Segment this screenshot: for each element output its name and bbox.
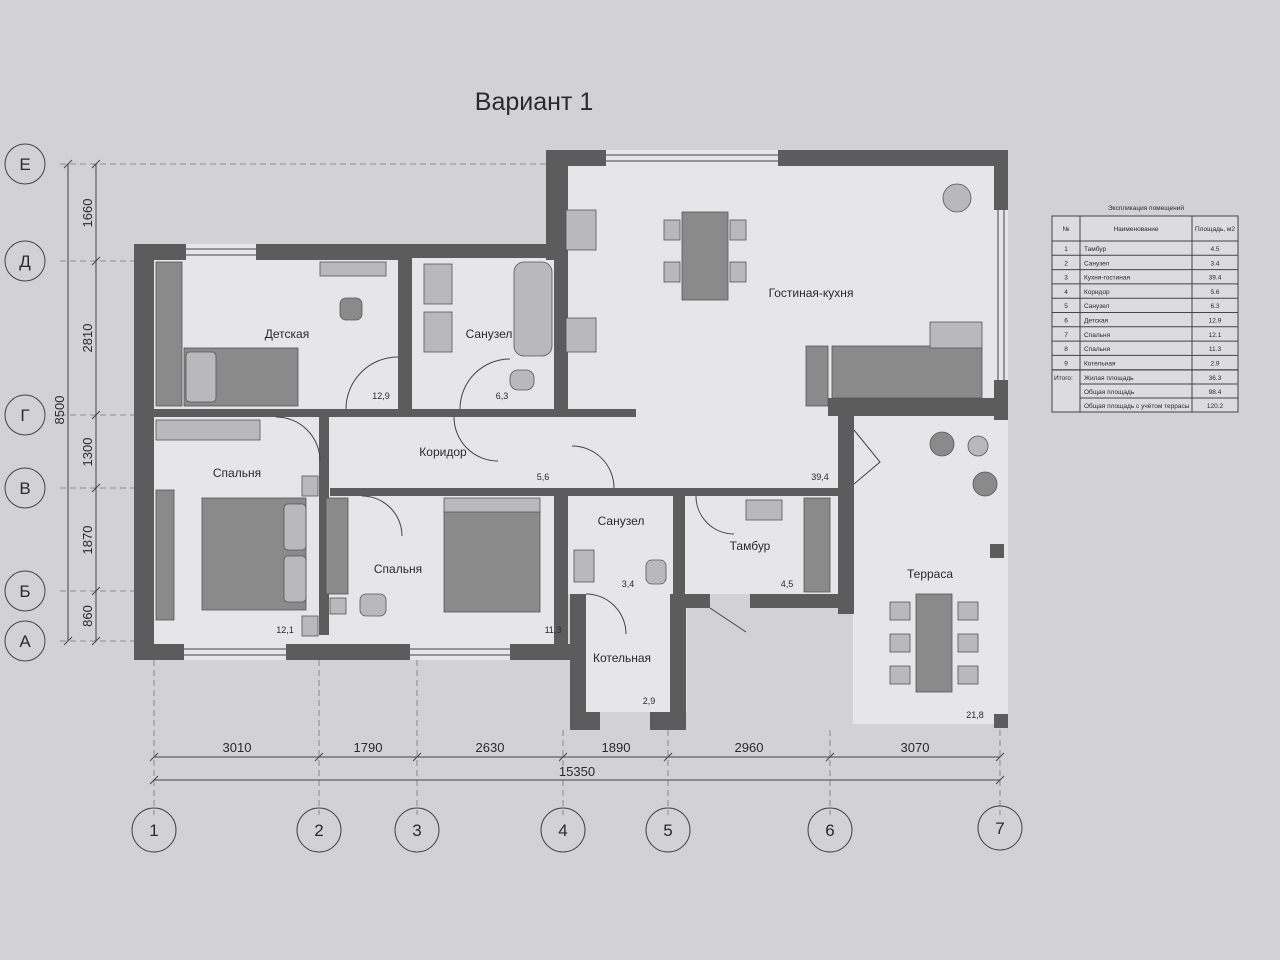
- axis-number-5: 5: [663, 821, 672, 840]
- room-terrace-area: 21,8: [966, 710, 984, 720]
- dim-v-5: 860: [80, 605, 95, 627]
- room-labels: Гостиная-кухня 39,4 Детская 12,9 Санузел…: [213, 286, 984, 720]
- schedule-total-cell: Жилая площадь: [1084, 375, 1134, 382]
- schedule-row-cell: 3: [1064, 275, 1068, 282]
- schedule-header-name: Наименование: [1113, 226, 1158, 233]
- dim-v-1: 1660: [80, 199, 95, 228]
- dim-v-3: 1300: [80, 438, 95, 467]
- axis-letters: Е Д Г В Б А: [4, 143, 46, 662]
- room-children-area: 12,9: [372, 391, 390, 401]
- horizontal-dimensions: 3010 1790 2630 1890 2960 3070 15350: [149, 740, 1005, 785]
- schedule-total-cell: 120.2: [1207, 403, 1224, 410]
- doors: [275, 356, 881, 635]
- schedule-row-cell: 5: [1064, 303, 1068, 310]
- room-terrace-label: Терраса: [907, 567, 953, 581]
- axis-letter-b: Б: [19, 582, 30, 601]
- room-living-kitchen-label: Гостиная-кухня: [769, 286, 854, 300]
- dim-h-4: 1890: [602, 740, 631, 755]
- axis-letter-a: А: [19, 632, 31, 651]
- schedule-row-cell: 12.1: [1209, 332, 1222, 339]
- schedule-total-cell: Итого:: [1054, 375, 1073, 382]
- schedule-row-cell: 7: [1064, 332, 1068, 339]
- room-bath-top-area: 6,3: [496, 391, 509, 401]
- room-bedroom-mid-area: 11,3: [545, 625, 562, 635]
- dim-v-total: 8500: [52, 396, 67, 425]
- schedule-row-cell: 11.3: [1209, 346, 1222, 353]
- room-corridor-area: 5,6: [537, 472, 550, 482]
- schedule-total-cell: 98.4: [1209, 389, 1222, 396]
- axis-number-3: 3: [412, 821, 421, 840]
- schedule-row-cell: 2.9: [1210, 360, 1219, 367]
- vertical-dimensions: 1660 2810 1300 1870 860 8500: [52, 159, 101, 646]
- schedule-row-cell: Детская: [1084, 318, 1109, 325]
- dim-h-6: 3070: [901, 740, 930, 755]
- room-bath-mid-area: 3,4: [622, 579, 635, 589]
- schedule-row-cell: 8: [1064, 346, 1068, 353]
- axis-number-4: 4: [558, 821, 567, 840]
- schedule-row-cell: 6.3: [1210, 303, 1219, 310]
- room-bedroom-left-area: 12,1: [276, 625, 294, 635]
- axis-number-7: 7: [995, 819, 1004, 838]
- dim-h-total: 15350: [559, 764, 595, 779]
- dim-v-4: 1870: [80, 526, 95, 555]
- schedule-total-cell: Общая площадь с учётом террасы: [1084, 402, 1190, 410]
- schedule-header-area: Площадь, м2: [1195, 226, 1235, 233]
- axis-letter-g: Г: [20, 406, 29, 425]
- plan-title: Вариант 1: [475, 88, 593, 116]
- schedule-row-cell: Спальня: [1084, 346, 1111, 353]
- room-children-label: Детская: [265, 327, 309, 341]
- dim-h-1: 3010: [223, 740, 252, 755]
- schedule-row-cell: 12.9: [1209, 318, 1222, 325]
- schedule-row-cell: Санузел: [1084, 303, 1110, 310]
- dim-v-2: 2810: [80, 324, 95, 353]
- room-bath-mid-label: Санузел: [598, 514, 645, 528]
- room-boiler-label: Котельная: [593, 651, 651, 665]
- room-schedule: Экспликация помещений № Наименование Пло…: [1051, 204, 1239, 413]
- room-bedroom-mid-label: Спальня: [374, 562, 422, 576]
- axis-letter-v: В: [19, 479, 30, 498]
- room-vestibule-area: 4,5: [781, 579, 794, 589]
- dim-h-3: 2630: [476, 740, 505, 755]
- room-corridor-label: Коридор: [419, 445, 467, 459]
- axis-numbers: 1 2 3 4 5 6 7: [131, 805, 1023, 853]
- room-boiler-area: 2,9: [643, 696, 656, 706]
- room-vestibule-label: Тамбур: [730, 539, 771, 553]
- schedule-row-cell: Спальня: [1084, 332, 1111, 339]
- schedule-row-cell: Тамбур: [1084, 245, 1106, 253]
- axis-number-6: 6: [825, 821, 834, 840]
- schedule-row-cell: Кухня-гостиная: [1084, 275, 1130, 282]
- schedule-row-cell: 4: [1064, 289, 1068, 296]
- dim-h-5: 2960: [735, 740, 764, 755]
- schedule-row-cell: 5.6: [1210, 289, 1219, 296]
- room-living-kitchen-area: 39,4: [811, 472, 829, 482]
- schedule-row-cell: Санузел: [1084, 260, 1110, 267]
- schedule-row-cell: 6: [1064, 318, 1068, 325]
- furniture: [155, 183, 998, 693]
- schedule-total-cell: 36.3: [1209, 375, 1222, 382]
- axis-letter-e: Е: [19, 155, 30, 174]
- room-bath-top-label: Санузел: [466, 327, 513, 341]
- schedule-row-cell: 9: [1064, 360, 1068, 367]
- schedule-title: Экспликация помещений: [1108, 204, 1184, 212]
- schedule-row-cell: Котельная: [1084, 360, 1116, 367]
- room-bedroom-left-label: Спальня: [213, 466, 261, 480]
- schedule-row-cell: 2: [1064, 260, 1068, 267]
- schedule-row-cell: 1: [1064, 246, 1068, 253]
- windows: [184, 154, 1005, 656]
- dim-h-2: 1790: [354, 740, 383, 755]
- schedule-row-cell: Коридор: [1084, 289, 1110, 296]
- schedule-header-num: №: [1063, 226, 1070, 233]
- axis-number-2: 2: [314, 821, 323, 840]
- axis-number-1: 1: [149, 821, 158, 840]
- schedule-row-cell: 39.4: [1209, 275, 1222, 282]
- schedule-row-cell: 3.4: [1210, 260, 1219, 267]
- schedule-total-cell: Общая площадь: [1084, 388, 1135, 396]
- schedule-row-cell: 4.5: [1210, 246, 1219, 253]
- walls: [134, 150, 1008, 730]
- axis-letter-d: Д: [19, 252, 31, 271]
